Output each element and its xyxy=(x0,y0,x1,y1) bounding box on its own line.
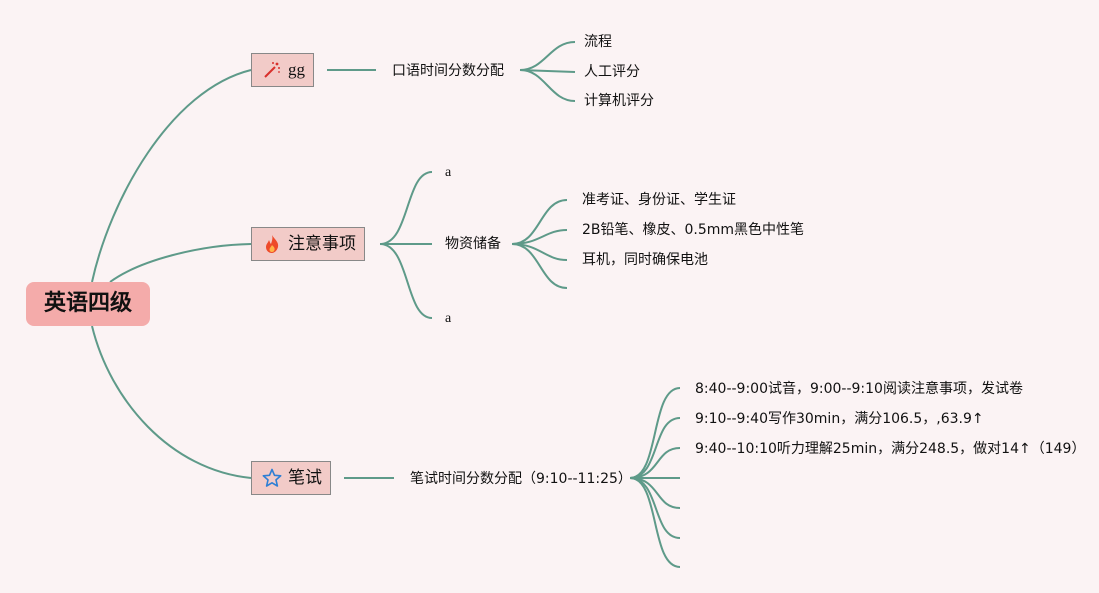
link-sub-computer xyxy=(519,69,576,102)
subtopic-oral-timing[interactable]: 口语时间分数分配 xyxy=(392,63,504,79)
subtopic-a-top[interactable]: a xyxy=(445,165,452,180)
link-timing-c2 xyxy=(629,417,681,479)
branch-gg-label: gg xyxy=(288,60,305,79)
leaf-computer-score[interactable]: 计算机评分 xyxy=(584,93,654,109)
link-timing-c7 xyxy=(629,477,681,568)
link-root-written xyxy=(91,325,252,479)
leaf-timing-1[interactable]: 8:40--9:00试音，9:00--9:10阅读注意事项，发试卷 xyxy=(695,381,1023,397)
branch-gg[interactable]: gg xyxy=(251,53,314,87)
leaf-headphones[interactable]: 耳机，同时确保电池 xyxy=(582,252,708,268)
link-timing-c6 xyxy=(629,477,681,539)
link-sub-flow xyxy=(519,41,576,71)
subtopic-written-timing[interactable]: 笔试时间分数分配（9:10--11:25） xyxy=(410,471,632,487)
subtopic-a-bottom[interactable]: a xyxy=(445,311,452,326)
leaf-timing-2[interactable]: 9:10--9:40写作30min，满分106.5，,63.9↑ xyxy=(695,411,984,427)
link-supplies-c4 xyxy=(511,243,568,289)
link-root-gg xyxy=(91,69,252,283)
subtopic-supplies[interactable]: 物资储备 xyxy=(445,236,501,252)
root-topic[interactable]: 英语四级 xyxy=(26,282,150,326)
fire-icon xyxy=(262,234,282,254)
branch-written[interactable]: 笔试 xyxy=(251,461,331,495)
leaf-flow[interactable]: 流程 xyxy=(584,34,612,50)
link-timing-c1 xyxy=(629,387,681,479)
link-root-notes xyxy=(109,243,252,283)
branch-written-label: 笔试 xyxy=(288,468,322,488)
branch-notes[interactable]: 注意事项 xyxy=(251,227,365,261)
star-icon xyxy=(262,468,282,488)
leaf-id-cards[interactable]: 准考证、身份证、学生证 xyxy=(582,192,736,208)
link-notes-a-bottom xyxy=(379,243,433,319)
leaf-stationery[interactable]: 2B铅笔、橡皮、0.5mm黑色中性笔 xyxy=(582,222,805,238)
link-notes-a-top xyxy=(379,171,433,245)
magic-wand-icon xyxy=(262,60,282,80)
leaf-manual-score[interactable]: 人工评分 xyxy=(584,64,640,80)
leaf-timing-3[interactable]: 9:40--10:10听力理解25min，满分248.5，做对14↑（149） xyxy=(695,441,1086,457)
branch-notes-label: 注意事项 xyxy=(288,234,356,254)
link-sub-manual xyxy=(519,69,576,73)
